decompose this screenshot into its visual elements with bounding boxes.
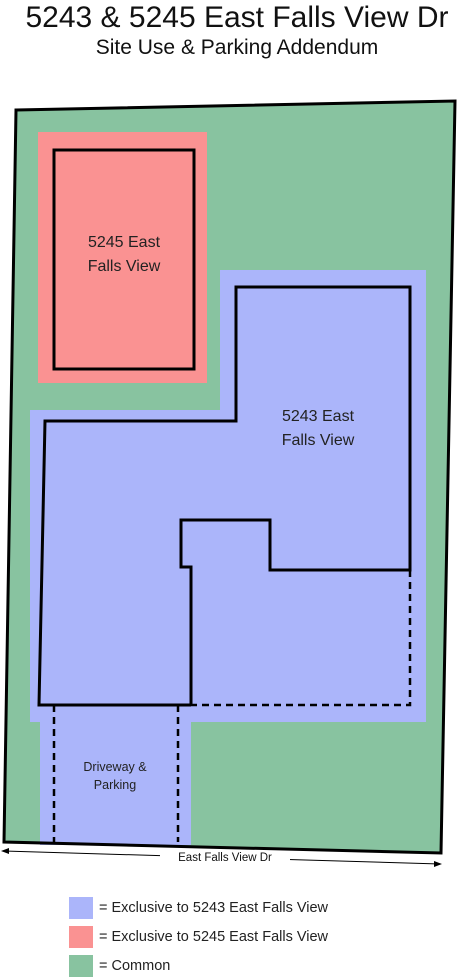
legend-swatch-common [69,955,93,977]
legend-label-5243: = Exclusive to 5243 East Falls View [99,900,329,916]
zone-5243 [30,270,426,845]
page-title: 5243 & 5245 East Falls View Dr [25,1,449,34]
legend-swatch-5243 [69,897,93,919]
page-subtitle: Site Use & Parking Addendum [95,36,379,59]
label-driveway: Driveway & Parking [83,760,147,792]
patio-dashed-outline [191,570,412,707]
label-5243: 5243 East Falls View [281,408,355,449]
zone-5245 [38,132,207,383]
legend-label-5245: = Exclusive to 5245 East Falls View [99,929,329,945]
legend-swatch-5245 [69,926,93,948]
legend-label-common: = Common [99,958,171,974]
lot-boundary [2,99,457,855]
street-arrow-left-icon [1,848,9,854]
building-5245-outline [52,148,196,371]
legend-item-common: = Common [69,955,170,977]
label-5245: 5245 East Falls View [87,234,161,275]
street-arrow-right-icon [434,861,442,867]
street-label: East Falls View Dr [160,851,290,865]
legend-item-5243: = Exclusive to 5243 East Falls View [69,897,328,919]
legend-item-5245: = Exclusive to 5245 East Falls View [69,926,328,948]
